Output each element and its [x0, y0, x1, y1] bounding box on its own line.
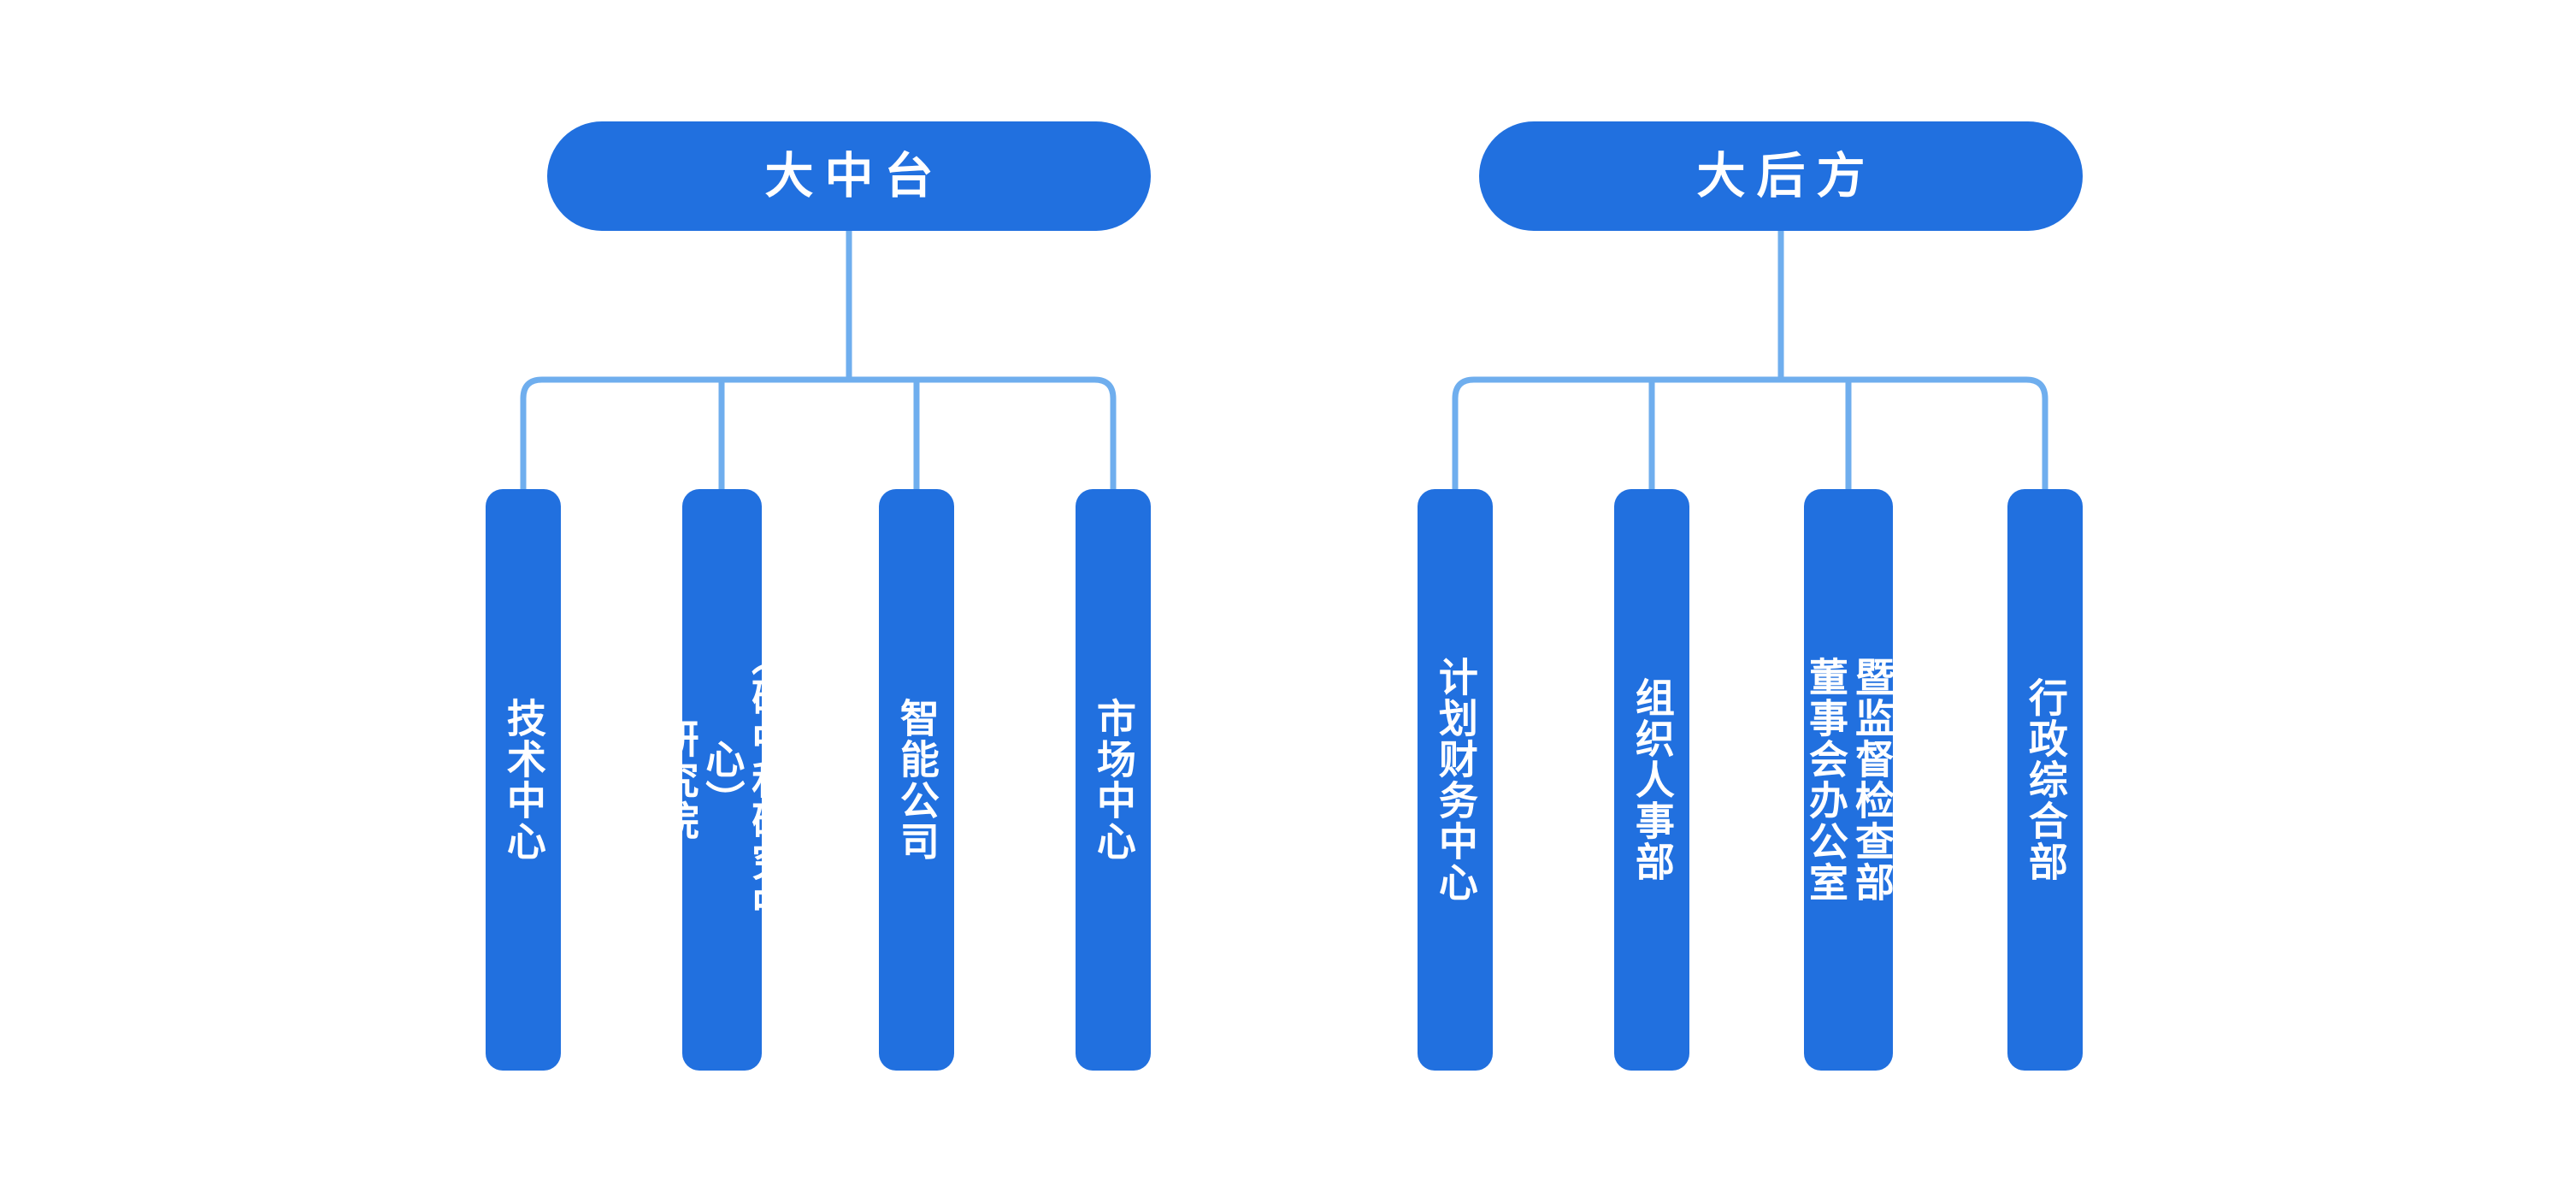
node-card[interactable]: 技术中心 [486, 489, 561, 1071]
node-label: 计划财务中心 [1433, 657, 1478, 903]
node-label: 行政综合部 [2023, 677, 2068, 882]
node-card[interactable]: 董事会办公室 暨监督检查部 [1804, 489, 1893, 1071]
group-header-houfang[interactable]: 大后方 [1479, 121, 2083, 231]
group-header-label: 大中台 [764, 148, 945, 204]
node-label: 技术中心 [501, 698, 546, 862]
group-header-label: 大后方 [1696, 148, 1877, 204]
node-card[interactable]: 研究院 （碳中和研究中心） [682, 489, 762, 1071]
node-card[interactable]: 组织人事部 [1614, 489, 1689, 1071]
node-label-column-secondary: 研究院 [682, 718, 699, 841]
node-card[interactable]: 计划财务中心 [1418, 489, 1493, 1071]
node-label-column-secondary: 董事会办公室 [1804, 657, 1848, 903]
node-label: 智能公司 [894, 698, 940, 862]
node-card[interactable]: 智能公司 [879, 489, 954, 1071]
node-label-column-primary: 暨监督检查部 [1849, 657, 1893, 903]
node-label-column-primary: （碳中和研究中心） [700, 636, 762, 923]
node-label: 市场中心 [1091, 698, 1136, 862]
node-card[interactable]: 市场中心 [1076, 489, 1151, 1071]
connector-bus-right [1452, 376, 2048, 489]
node-label: 组织人事部 [1630, 677, 1675, 882]
connector-bus-left [520, 376, 1117, 489]
group-header-zhongtai[interactable]: 大中台 [547, 121, 1151, 231]
node-card[interactable]: 行政综合部 [2007, 489, 2083, 1071]
